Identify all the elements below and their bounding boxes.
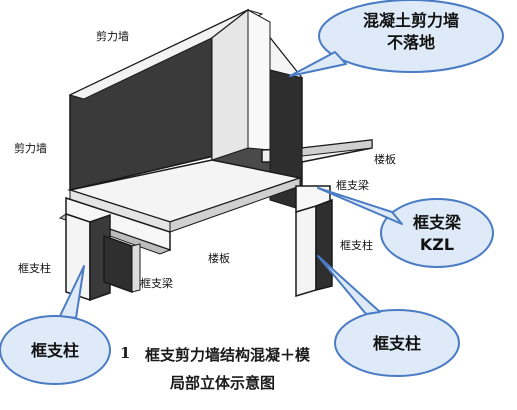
callout-top-line1: 混凝土剪力墙 (362, 11, 459, 30)
callout-pointer-right-column (317, 255, 381, 315)
label-slab-front: 楼板 (208, 252, 230, 265)
label-column-right: 框支柱 (340, 239, 373, 252)
callout-beam-line1: 框支梁 (412, 213, 461, 232)
callout-pointer-left-column (59, 265, 85, 319)
callout-bubble-top (318, 0, 504, 73)
label-shear-wall-top: 剪力墙 (96, 30, 129, 43)
callout-bubble-right-column (334, 309, 460, 377)
label-shear-wall-left: 剪力墙 (14, 142, 47, 155)
label-transfer-beam-top: 框支梁 (336, 179, 369, 192)
callout-bubble-left-column (0, 315, 111, 385)
callout-top-line2: 不落地 (386, 32, 435, 52)
wall-corner-cap (247, 9, 271, 151)
callout-beam-text: 框支梁 KZL (392, 212, 482, 255)
callout-pointer-beam (317, 187, 403, 225)
figure-number: 1 (120, 344, 131, 362)
right-column-side (315, 198, 333, 291)
callout-pointer-top (289, 51, 347, 77)
caption-line1: 框支剪力墙结构混凝＋模 (145, 346, 311, 364)
label-transfer-beam-front: 框支梁 (140, 277, 173, 290)
back-wall-top-edge (68, 9, 264, 100)
callout-right-column-text: 框支柱 (372, 334, 421, 353)
right-column-front (295, 204, 317, 298)
caption-line2: 局部立体示意图 (170, 374, 276, 392)
mid-column-front (103, 234, 133, 294)
callout-beam-line2: KZL (419, 234, 455, 254)
label-column-left: 框支柱 (18, 262, 51, 275)
callout-top-text: 混凝土剪力墙 不落地 (335, 10, 487, 53)
callout-bubble-beam (380, 198, 494, 268)
mid-column-side (131, 243, 141, 293)
callout-left-column-text: 框支柱 (30, 341, 79, 360)
label-slab-right: 楼板 (374, 153, 396, 166)
